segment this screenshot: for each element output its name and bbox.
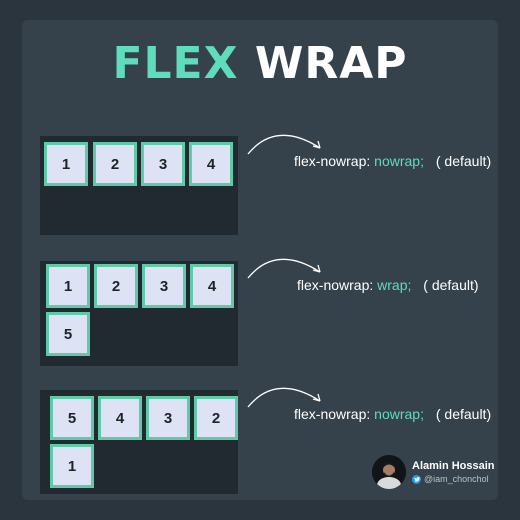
code-label: flex-nowrap: wrap; ( default): [297, 277, 479, 293]
flex-item-label: 1: [67, 457, 77, 475]
flex-item-label: 1: [63, 277, 73, 295]
title-word-flex: FLEX: [112, 38, 239, 89]
flex-item-label: 5: [67, 409, 77, 427]
twitter-icon: [412, 474, 421, 484]
flex-item-label: 2: [111, 277, 121, 295]
flex-item: 3: [141, 142, 185, 186]
flex-item-label: 3: [158, 155, 168, 173]
author-handle: @iam_chonchol: [424, 474, 489, 484]
flex-item: 2: [94, 264, 138, 308]
flex-item: 4: [98, 396, 142, 440]
flex-container-reverse: 5 4 3 2 1: [40, 390, 238, 494]
flex-item: 4: [190, 264, 234, 308]
code-label: flex-nowrap: nowrap; ( default): [294, 153, 491, 169]
author-badge: Alamin Hossain @iam_chonchol: [372, 455, 495, 489]
flex-item: 1: [46, 264, 90, 308]
flex-item: 3: [146, 396, 190, 440]
code-note: ( default): [435, 406, 492, 422]
code-note: ( default): [423, 277, 479, 293]
code-value: wrap;: [377, 277, 412, 293]
flex-item: 5: [50, 396, 94, 440]
author-name: Alamin Hossain: [412, 460, 495, 472]
flex-container-wrap: 1 2 3 4 5: [40, 261, 238, 366]
flex-item-label: 4: [206, 155, 216, 173]
flex-item: 2: [194, 396, 238, 440]
flex-item: 1: [44, 142, 88, 186]
page-title: FLEX WRAP: [0, 42, 520, 86]
flex-item: 1: [50, 444, 94, 488]
flex-item: 5: [46, 312, 90, 356]
flex-item-label: 2: [211, 409, 221, 427]
avatar: [372, 455, 406, 489]
flex-item-label: 3: [159, 277, 169, 295]
code-property: flex-nowrap:: [297, 277, 374, 293]
code-note: ( default): [435, 153, 492, 169]
flex-item-label: 3: [163, 409, 173, 427]
code-value: nowrap;: [374, 153, 424, 169]
title-word-wrap: WRAP: [254, 38, 408, 89]
curved-arrow-icon: [247, 134, 321, 155]
code-property: flex-nowrap:: [294, 153, 371, 169]
author-handle-row: @iam_chonchol: [412, 473, 495, 485]
flex-item: 4: [189, 142, 233, 186]
flex-item-label: 2: [110, 155, 120, 173]
code-label: flex-nowrap: nowrap; ( default): [294, 406, 491, 422]
flex-container-nowrap: 1 2 3 4: [40, 136, 238, 235]
flex-item-label: 5: [63, 325, 73, 343]
flex-item: 2: [93, 142, 137, 186]
flex-item-label: 4: [207, 277, 217, 295]
flex-item-label: 1: [61, 155, 71, 173]
code-property: flex-nowrap:: [294, 406, 371, 422]
curved-arrow-icon: [247, 258, 321, 279]
flex-item-label: 4: [115, 409, 125, 427]
code-value: nowrap;: [374, 406, 424, 422]
flex-item: 3: [142, 264, 186, 308]
curved-arrow-icon: [247, 387, 321, 408]
